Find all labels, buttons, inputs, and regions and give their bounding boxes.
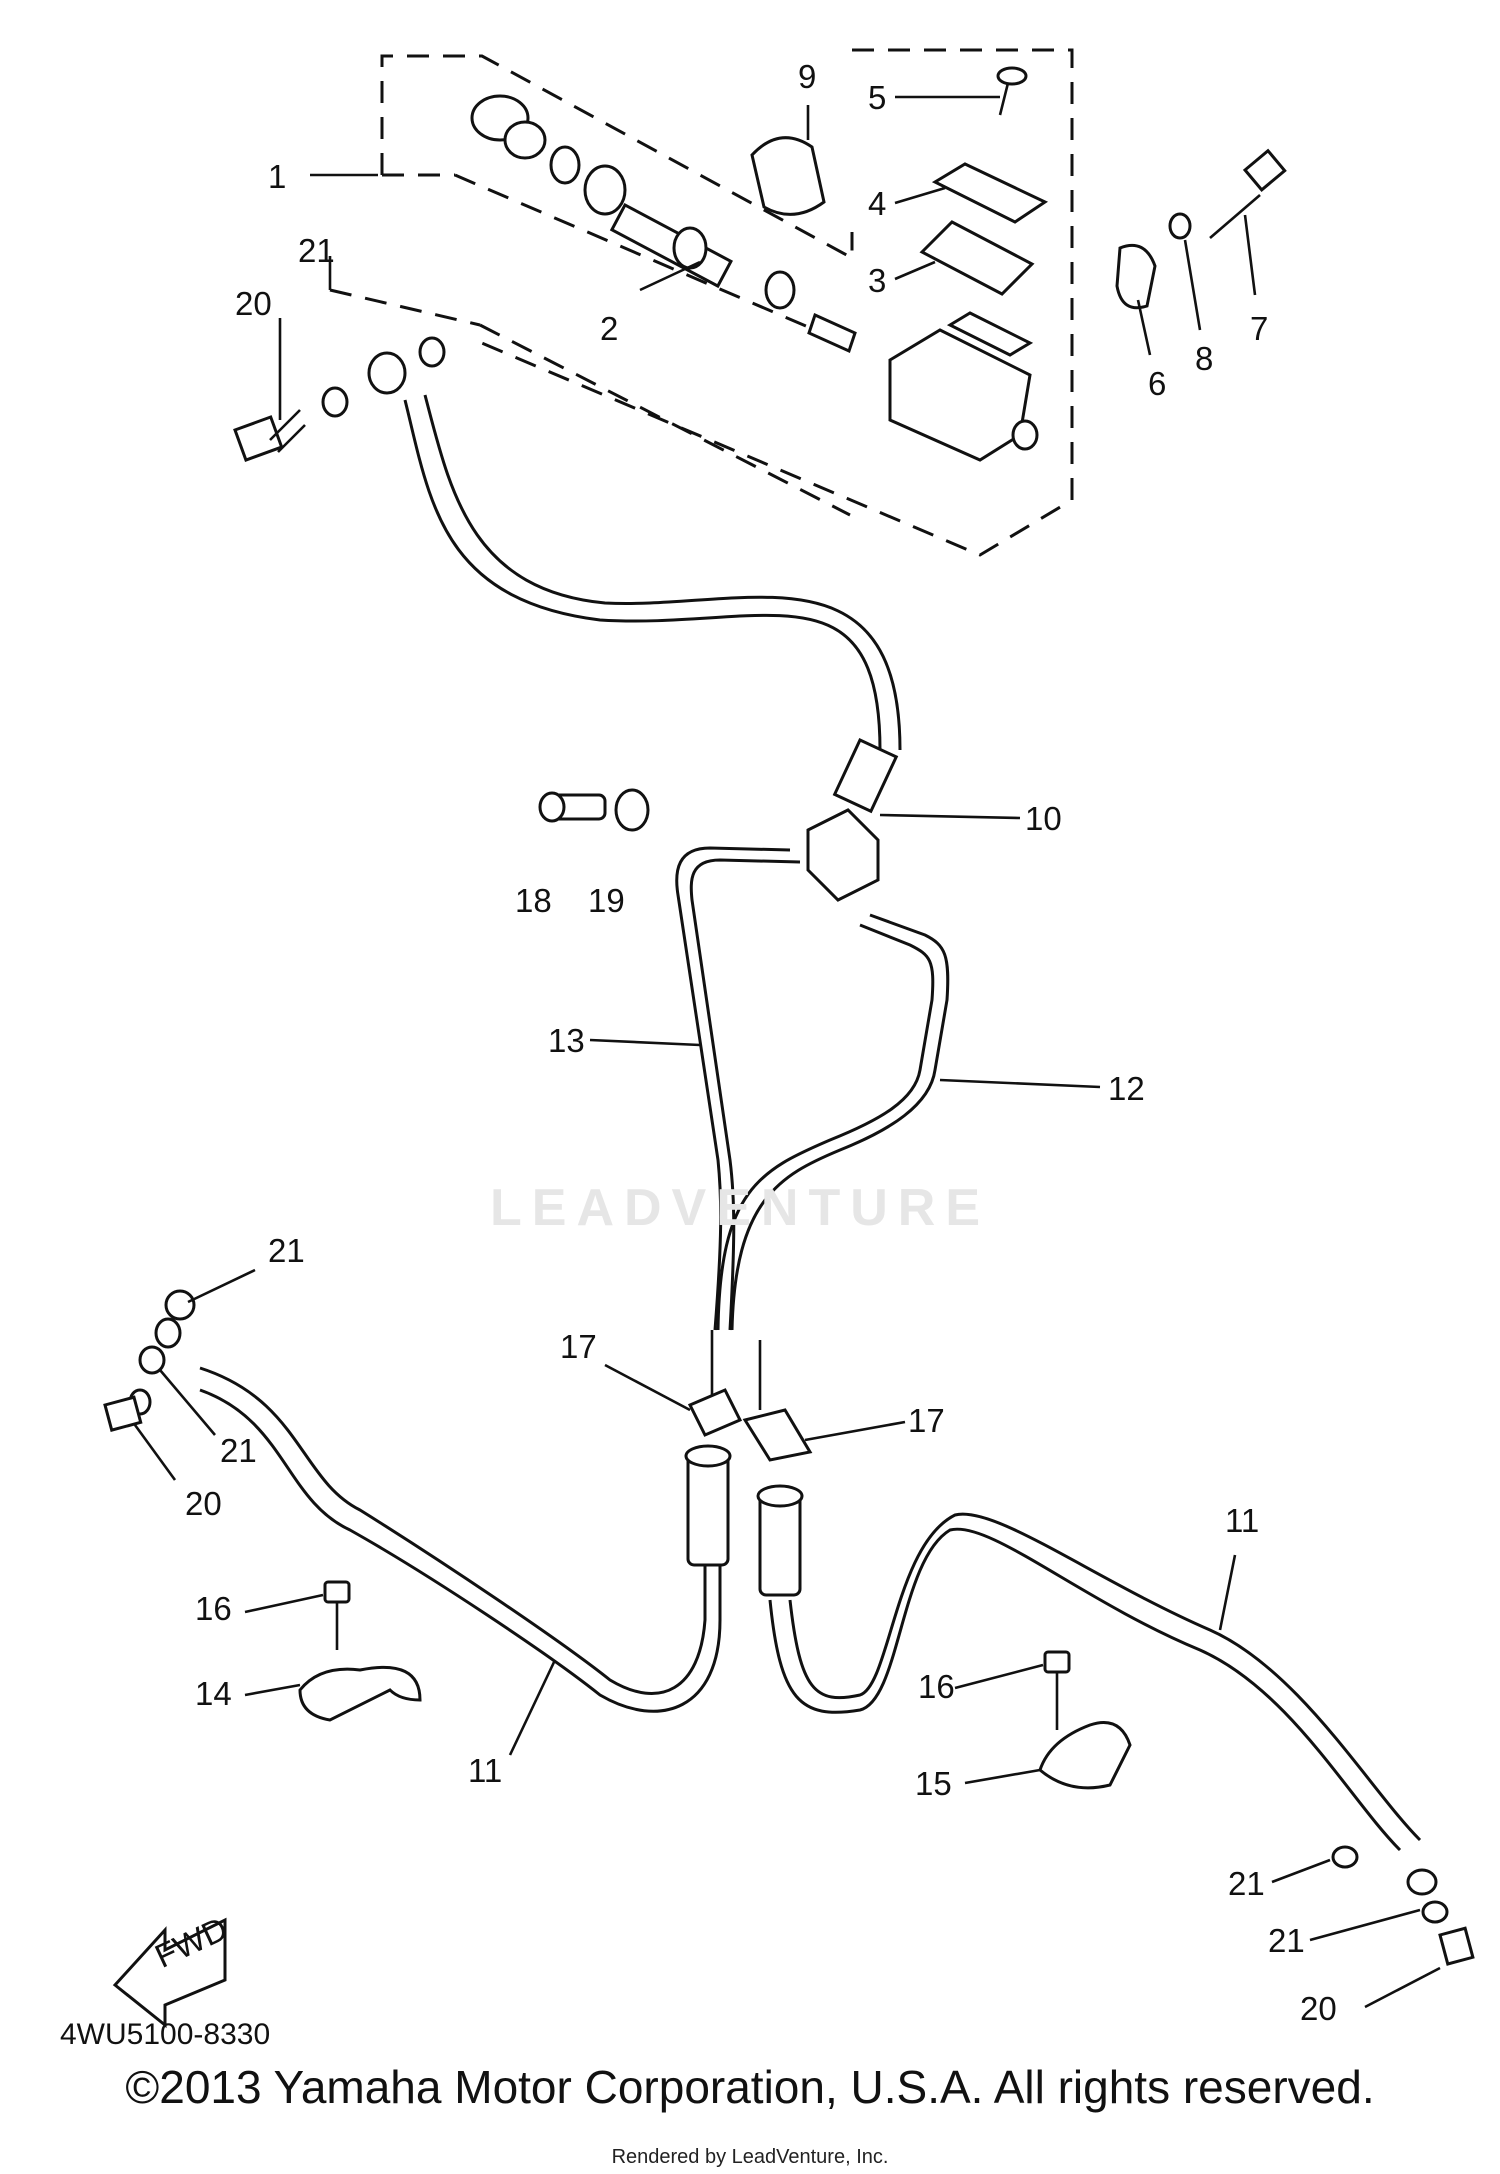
label-7: 7	[1250, 310, 1268, 347]
part-labels: 1 2 3 4 5 6 7 8 9 10 11 11 12 13 14 15 1…	[185, 58, 1337, 2027]
fwd-arrow-icon: FWD	[112, 1910, 233, 2029]
label-12: 12	[1108, 1070, 1145, 1107]
reservoir-cover-parts	[919, 66, 1049, 296]
master-cylinder-assembly-outline	[329, 48, 1074, 557]
bracket-and-bolt	[1115, 148, 1287, 310]
label-18: 18	[515, 882, 552, 919]
leader-lines	[133, 95, 1441, 2009]
label-17-right: 17	[908, 1402, 945, 1439]
label-4: 4	[868, 185, 886, 222]
label-2: 2	[600, 310, 618, 347]
label-20-left: 20	[185, 1485, 222, 1522]
label-8: 8	[1195, 340, 1213, 377]
label-21-right-lower: 21	[1268, 1922, 1305, 1959]
label-6: 6	[1148, 365, 1166, 402]
label-14: 14	[195, 1675, 232, 1712]
junction-block	[538, 788, 880, 902]
hose-brackets	[298, 1580, 1132, 1790]
label-20-right: 20	[1300, 1990, 1337, 2027]
label-17-left: 17	[560, 1328, 597, 1365]
label-15: 15	[915, 1765, 952, 1802]
upper-banjo-bolt	[233, 336, 446, 462]
piston-kit-parts	[470, 94, 857, 354]
brake-pipes	[675, 846, 950, 1331]
label-19: 19	[588, 882, 625, 919]
drawing-code: 4WU5100-8330	[60, 2018, 271, 2051]
label-10: 10	[1025, 800, 1062, 837]
watermark-text: LEADVENTURE	[490, 1179, 991, 1237]
right-lower-hose	[756, 1484, 1475, 1966]
label-3: 3	[868, 262, 886, 299]
label-16-left: 16	[195, 1590, 232, 1627]
label-9: 9	[798, 58, 816, 95]
label-13: 13	[548, 1022, 585, 1059]
label-21-upper-left: 21	[268, 1232, 305, 1269]
master-cylinder-body	[888, 311, 1039, 462]
label-20-top: 20	[235, 285, 272, 322]
copyright-notice: ©2013 Yamaha Motor Corporation, U.S.A. A…	[125, 2061, 1375, 2113]
label-1: 1	[268, 158, 286, 195]
upper-brake-hose	[367, 351, 902, 814]
label-11-right: 11	[1225, 1502, 1259, 1539]
label-5: 5	[868, 79, 886, 116]
rendered-by-note: Rendered by LeadVenture, Inc.	[611, 2146, 889, 2168]
boot-cap	[750, 136, 826, 216]
label-16-right: 16	[918, 1668, 955, 1705]
label-21-lower-left: 21	[220, 1432, 257, 1469]
left-lower-hose	[103, 1289, 732, 1713]
label-21-top: 21	[298, 232, 335, 269]
pipe-brackets	[687, 1330, 813, 1462]
label-21-right-upper: 21	[1228, 1865, 1265, 1902]
label-11-left: 11	[468, 1752, 502, 1789]
